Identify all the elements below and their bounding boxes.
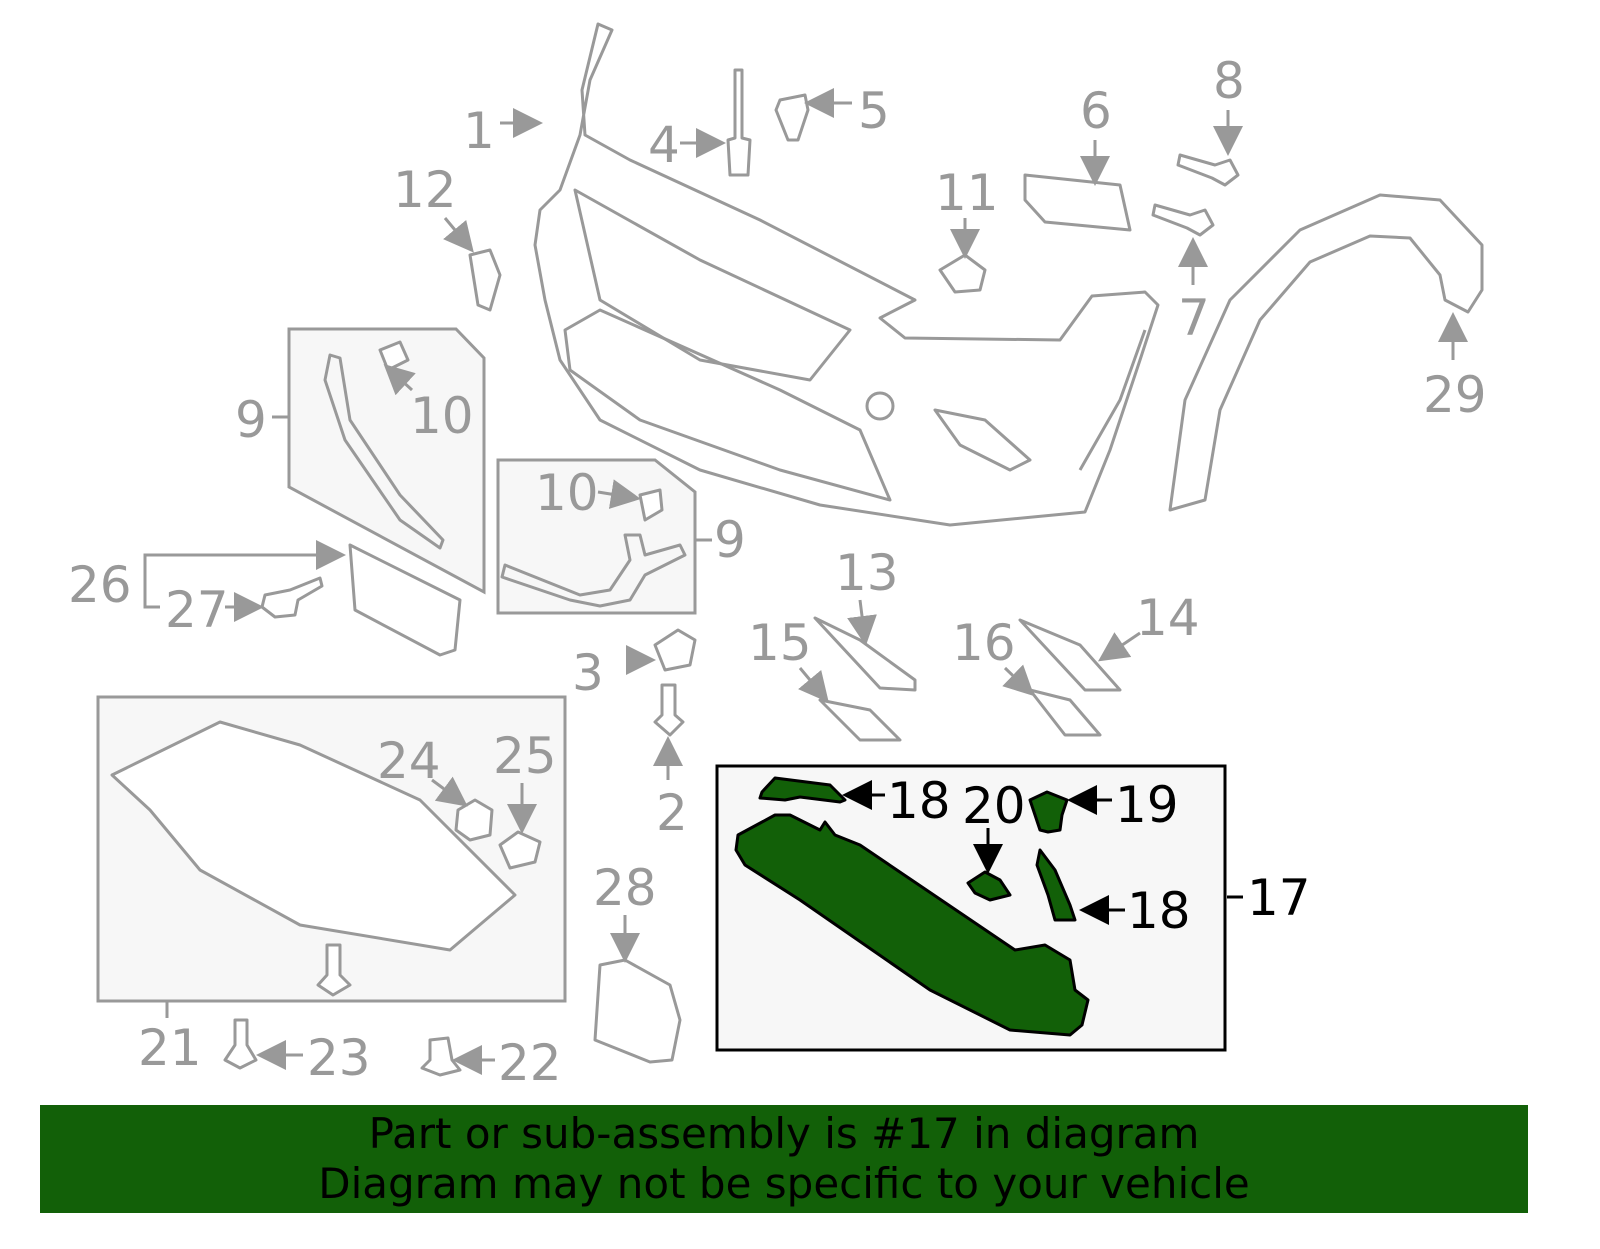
clip-22: [420, 1036, 462, 1077]
sensor-28: [593, 958, 682, 1064]
callout-5: 5: [858, 82, 890, 140]
nut-25: [498, 830, 542, 870]
grille-trim-right: [500, 533, 687, 608]
bolt-2: [653, 683, 685, 737]
callout-8: 8: [1213, 52, 1245, 110]
group-box-9-left: [287, 327, 486, 595]
callout-2: 2: [656, 784, 688, 842]
leader-lines: [143, 88, 1468, 1075]
callout-4: 4: [648, 116, 680, 174]
callout-17: 17: [1247, 869, 1311, 927]
cover-16: [1028, 688, 1102, 737]
bolt-23: [223, 1018, 258, 1070]
callout-28: 28: [593, 859, 657, 917]
callout-3: 3: [572, 644, 604, 702]
air-deflector-17: [734, 813, 1090, 1037]
callout-23: 23: [307, 1029, 371, 1087]
callout-29: 29: [1423, 366, 1487, 424]
callout-15: 15: [748, 614, 812, 672]
callout-1: 1: [463, 102, 495, 160]
callout-9-right: 9: [714, 511, 746, 569]
callout-10-left: 10: [410, 387, 474, 445]
callout-12: 12: [393, 161, 457, 219]
callout-26: 26: [68, 556, 132, 614]
nut-24: [454, 798, 494, 842]
pin-4: [726, 68, 752, 177]
bolt-8: [1176, 153, 1240, 187]
grille-trim-left: [323, 353, 445, 550]
engine-undercover: [110, 720, 517, 952]
license-bracket: [348, 543, 462, 657]
callout-6: 6: [1080, 82, 1112, 140]
fastener-12: [468, 248, 502, 312]
clip-5: [774, 93, 810, 142]
callout-18-top: 18: [887, 772, 951, 830]
banner-line-1: Part or sub-assembly is #17 in diagram: [368, 1109, 1200, 1158]
callout-14: 14: [1136, 589, 1200, 647]
bracket-18-top: [758, 776, 847, 804]
callout-16: 16: [952, 614, 1016, 672]
clip-10a: [378, 340, 410, 372]
cover-14: [1018, 618, 1122, 692]
info-banner: Part or sub-assembly is #17 in diagram D…: [40, 1105, 1528, 1213]
bumper-cover: [533, 22, 1160, 527]
nut-11: [938, 253, 987, 294]
callout-22: 22: [498, 1034, 562, 1092]
callout-19: 19: [1115, 776, 1179, 834]
callout-21: 21: [138, 1019, 202, 1077]
cover-15: [818, 698, 902, 742]
bolt-under: [316, 943, 352, 997]
clip-19: [1028, 790, 1069, 834]
bolt-7: [1151, 203, 1215, 237]
callout-13: 13: [835, 544, 899, 602]
callout-7: 7: [1178, 289, 1210, 347]
bolt-27: [260, 576, 324, 619]
banner-line-2: Diagram may not be specific to your vehi…: [318, 1159, 1250, 1208]
bracket-18-right: [1035, 848, 1077, 922]
callout-24: 24: [377, 732, 441, 790]
callout-27: 27: [165, 581, 229, 639]
bracket-6: [1023, 173, 1132, 232]
wheel-arch-molding: [1168, 193, 1484, 512]
clip-10b: [638, 488, 664, 522]
callout-20: 20: [962, 777, 1026, 835]
callout-10-right: 10: [535, 464, 599, 522]
callout-9-left: 9: [235, 391, 267, 449]
callout-11: 11: [935, 164, 999, 222]
callout-25: 25: [493, 727, 557, 785]
nut-3: [653, 628, 697, 672]
callout-18-right: 18: [1127, 882, 1191, 940]
